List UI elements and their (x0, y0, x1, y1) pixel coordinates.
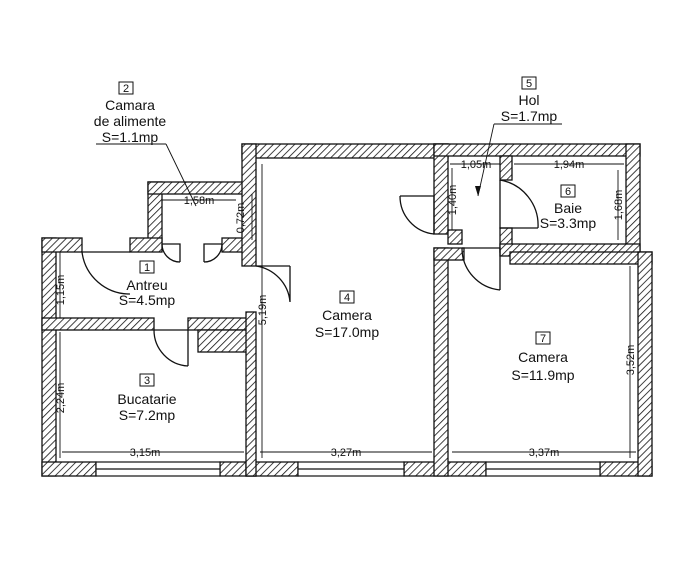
doors (81, 179, 539, 367)
room-area-bucatarie: S=7.2mp (119, 407, 176, 423)
dim-pantry-depth: 0,72m (235, 203, 247, 234)
room-name-camara-2: de alimente (94, 113, 167, 129)
room-area-antreu: S=4.5mp (119, 292, 176, 308)
wall-hol-left-stub (447, 229, 463, 245)
room-area-hol: S=1.7mp (501, 108, 558, 124)
wall-pantry-top (147, 181, 245, 195)
wall-right-upper (625, 143, 641, 257)
wall-left (41, 237, 57, 477)
wall-camera4-left-lower (245, 311, 257, 477)
room-area-camara: S=1.1mp (102, 129, 159, 145)
room-number-5: 5 (526, 78, 532, 90)
room-area-camera-4: S=17.0mp (315, 324, 379, 340)
room-area-camera-7: S=11.9mp (511, 367, 574, 383)
room-number-4: 4 (344, 292, 350, 304)
door-pantry-right (203, 243, 223, 263)
door-baie (499, 179, 539, 229)
door-pantry-left (161, 243, 181, 263)
windows (95, 461, 601, 477)
dim-baie-width: 1,94m (554, 159, 585, 171)
dim-baie-depth: 1,68m (613, 190, 625, 221)
dim-hol-width: 1,05m (461, 159, 492, 171)
room-number-7: 7 (540, 333, 546, 345)
dim-camera4-depth: 5,19m (257, 295, 269, 326)
door-hol-left (399, 195, 435, 235)
dim-camera7-depth: 3,52m (625, 345, 637, 376)
wall-kitchen-block (197, 329, 249, 353)
door-kitchen (153, 329, 189, 367)
wall-kitchen-top (41, 317, 155, 331)
room-number-6: 6 (565, 186, 571, 198)
wall-kitchen-top-right (187, 317, 249, 331)
wall-antreu-top-left (41, 237, 83, 253)
wall-right-lower (637, 251, 653, 477)
dim-camera4-width: 3,27m (331, 447, 362, 459)
dim-hol-depth: 1,40m (447, 185, 459, 216)
wall-camera7-top (509, 251, 653, 265)
room-name-camera-7: Camera (518, 349, 568, 365)
room-area-baie: S=3.3mp (540, 215, 597, 231)
room-number-1: 1 (144, 262, 150, 274)
door-camera7 (461, 247, 501, 291)
wall-camera4-left-upper (241, 143, 257, 267)
room-number-boxes (118, 76, 576, 387)
room-name-bucatarie: Bucatarie (117, 391, 176, 407)
dim-camera7-width: 3,37m (529, 447, 560, 459)
room-name-baie: Baie (554, 200, 582, 216)
room-number-3: 3 (144, 375, 150, 387)
wall-camera7-top-left (433, 247, 465, 261)
dimension-lines (59, 123, 636, 458)
room-name-antreu: Antreu (126, 277, 167, 293)
wall-hol-top (433, 143, 641, 157)
wall-baie-left (499, 155, 513, 181)
wall-camera4-top (241, 143, 449, 159)
dim-kitchen-depth: 2,24m (55, 383, 67, 414)
room-name-camera-4: Camera (322, 307, 372, 323)
wall-camera4-right-lower (433, 247, 449, 477)
hol-leader-arrow (475, 186, 481, 196)
wall-bottom-left (41, 461, 97, 477)
room-name-camara-1: Camara (105, 97, 155, 113)
door-entrance (81, 251, 131, 295)
walls (41, 143, 653, 477)
dim-antreu-depth: 1,15m (55, 275, 67, 306)
dim-kitchen-width: 3,15m (130, 447, 161, 459)
wall-pantry-bottom-left (129, 237, 163, 253)
room-name-hol: Hol (518, 92, 539, 108)
room-number-2: 2 (123, 83, 129, 95)
dim-pantry-width: 1,58m (184, 195, 215, 207)
wall-camera4-right-upper (433, 143, 449, 235)
